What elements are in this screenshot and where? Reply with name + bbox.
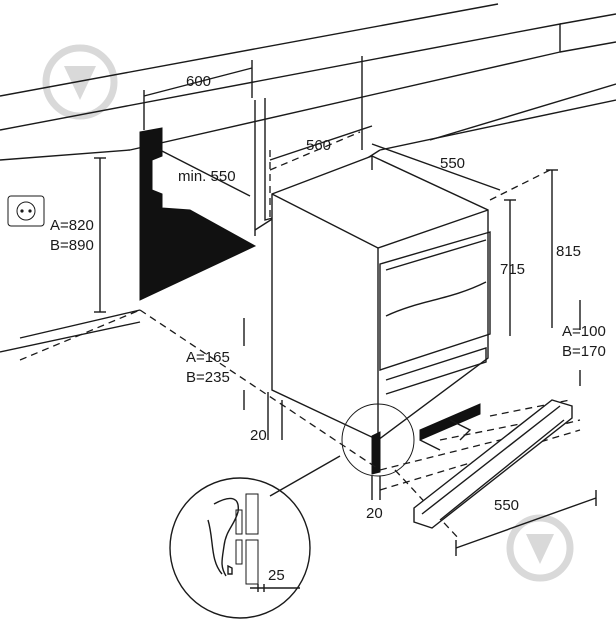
- niche-opening: [139, 127, 257, 301]
- label-600: 600: [186, 73, 211, 90]
- watermark-logo-right: [506, 514, 574, 582]
- label-25: 25: [268, 567, 285, 584]
- watermark-logo-top: [42, 44, 118, 120]
- label-550-kick: 550: [494, 497, 519, 514]
- dimension-lines: [94, 60, 597, 556]
- appliance-body: [271, 155, 491, 477]
- label-min-550: min. 550: [178, 168, 236, 185]
- label-a820: A=820: [50, 217, 94, 234]
- label-a165: A=165: [186, 349, 230, 366]
- label-b235: B=235: [186, 369, 230, 386]
- detail-leader: [269, 455, 341, 497]
- label-20-bottom: 20: [366, 505, 383, 522]
- label-715: 715: [500, 261, 525, 278]
- label-20-left: 20: [250, 427, 267, 444]
- kickplate: [413, 399, 573, 529]
- label-a100: A=100: [562, 323, 606, 340]
- wall-socket: [7, 195, 45, 227]
- detail-circle: [169, 477, 311, 619]
- label-815: 815: [556, 243, 581, 260]
- label-560: 560: [306, 137, 331, 154]
- worktop: [0, 3, 616, 161]
- label-b890: B=890: [50, 237, 94, 254]
- label-550-depth: 550: [440, 155, 465, 172]
- label-b170: B=170: [562, 343, 606, 360]
